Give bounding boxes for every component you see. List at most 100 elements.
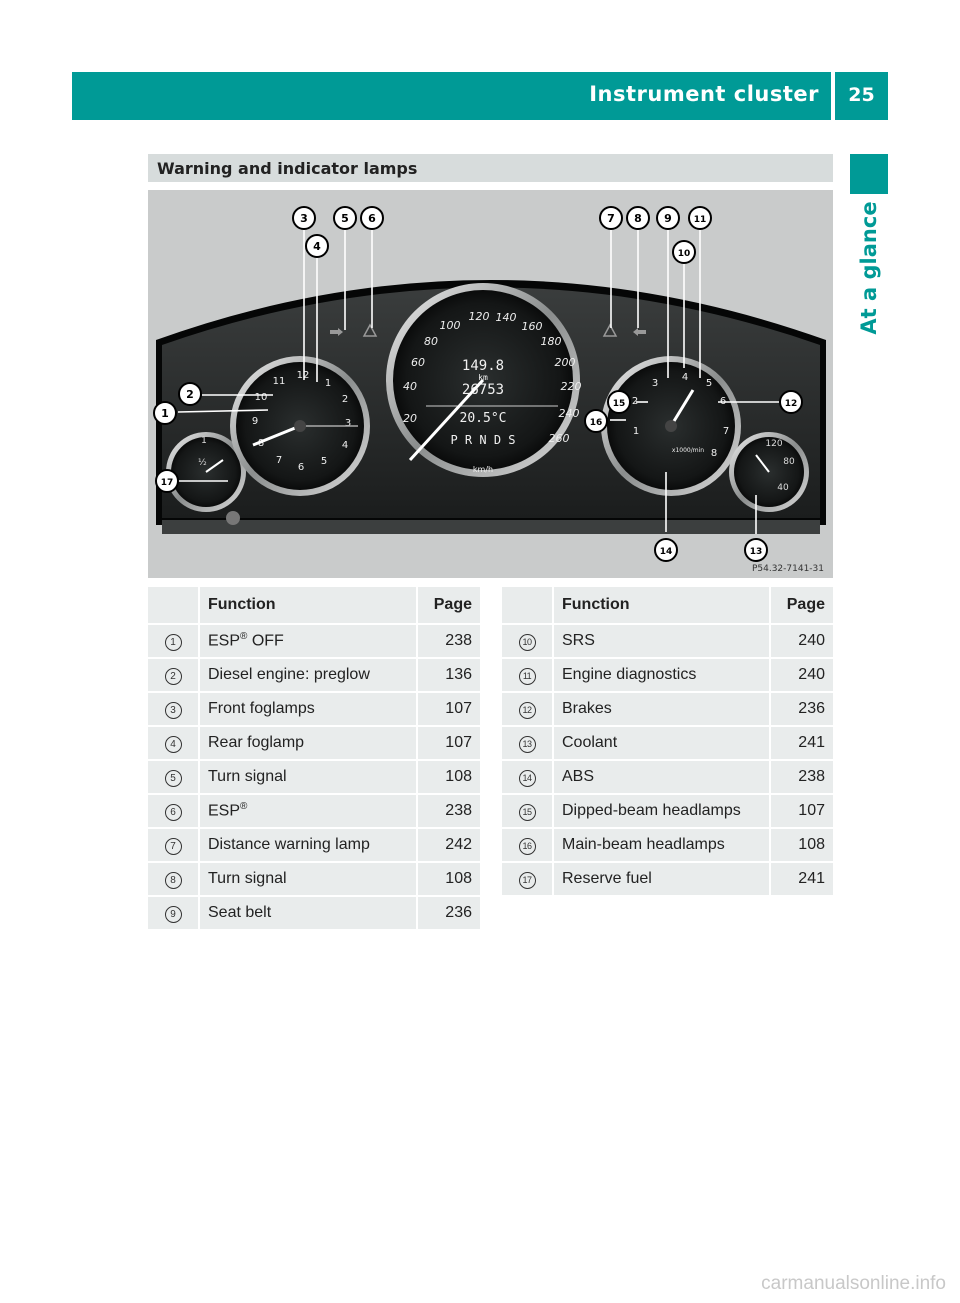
header-function: Function <box>199 587 418 625</box>
page-number: 25 <box>848 84 875 106</box>
left-tacho-tick: 2 <box>342 394 348 405</box>
page-ref: 238 <box>770 760 833 795</box>
trip-unit: km <box>478 373 488 382</box>
callout-17: 17 <box>161 478 174 488</box>
fuel-tick-1: 1 <box>201 436 207 446</box>
function-label: Dipped-beam headlamps <box>562 802 741 819</box>
function-suffix: OFF <box>247 632 284 650</box>
left-tacho-tick: 10 <box>255 392 268 403</box>
callout-8: 8 <box>634 212 642 225</box>
right-tacho-tick: 5 <box>706 378 712 389</box>
header-bar: Instrument cluster <box>72 72 831 120</box>
speedo-tick: 20 <box>403 412 417 425</box>
function-label: Diesel engine: preglow <box>208 666 370 683</box>
temperature-reading: 20.5°C <box>460 411 507 426</box>
function-label: Engine diagnostics <box>562 666 697 683</box>
function-label: ABS <box>562 768 595 785</box>
page-ref: 108 <box>417 760 480 795</box>
item-number: 10 <box>518 633 536 651</box>
item-number: 13 <box>518 735 536 753</box>
item-number: 1 <box>164 633 182 651</box>
speedo-tick: 120 <box>469 310 490 323</box>
right-tacho-unit: x1000/min <box>672 447 704 454</box>
right-tacho-tick: 2 <box>632 396 638 407</box>
speedo-tick: 220 <box>561 380 582 393</box>
page-ref: 241 <box>770 862 833 897</box>
speedo-tick: 260 <box>549 432 570 445</box>
function-label: Front foglamps <box>208 700 315 717</box>
right-tacho-tick: 1 <box>633 426 639 437</box>
header-separator <box>831 72 835 120</box>
callout-1: 1 <box>161 407 169 420</box>
right-tacho-tick: 7 <box>723 426 729 437</box>
item-number: 9 <box>164 905 182 923</box>
page-ref: 240 <box>770 658 833 693</box>
lamps-table-right: Function Page 10 SRS 240 11 Engine diagnost… <box>502 587 833 897</box>
page-ref: 107 <box>417 726 480 761</box>
registered-mark: ® <box>240 631 248 643</box>
page-ref: 108 <box>770 828 833 863</box>
item-number: 11 <box>518 667 536 685</box>
callout-11: 11 <box>694 215 707 225</box>
left-tacho-tick: 7 <box>276 455 282 466</box>
page-number-box: 25 <box>835 72 888 120</box>
item-number: 17 <box>518 871 536 889</box>
left-tacho-tick: 6 <box>298 462 304 473</box>
speedo-tick: 140 <box>496 311 517 324</box>
item-number: 7 <box>164 837 182 855</box>
section-title: Warning and indicator lamps <box>157 159 418 178</box>
trip-reading: 149.8 <box>462 358 504 374</box>
table-row: 2 Diesel engine: preglow 136 <box>148 658 480 693</box>
side-tab-label: At a glance <box>857 201 881 335</box>
item-number: 6 <box>164 803 182 821</box>
item-number: 2 <box>164 667 182 685</box>
speedo-tick: 160 <box>522 320 543 333</box>
left-tacho-tick: 12 <box>297 370 310 381</box>
odometer-reading: 26753 <box>462 382 504 398</box>
registered-mark: ® <box>240 801 248 813</box>
function-label: ESP <box>208 802 241 820</box>
callout-7: 7 <box>607 212 615 225</box>
table-header-row: Function Page <box>148 587 480 625</box>
page-ref: 238 <box>417 624 480 659</box>
page-ref: 242 <box>417 828 480 863</box>
header-num <box>502 587 554 625</box>
callout-5: 5 <box>341 212 349 225</box>
header-page: Page <box>417 587 480 625</box>
function-label: Brakes <box>562 700 612 717</box>
page-ref: 241 <box>770 726 833 761</box>
item-number: 8 <box>164 871 182 889</box>
right-tacho-tick: 3 <box>652 378 658 389</box>
watermark: carmanualsonline.info <box>761 1273 946 1294</box>
section-header: Warning and indicator lamps <box>148 154 833 182</box>
speed-unit: km/h <box>473 465 493 474</box>
coolant-tick: 40 <box>777 483 789 493</box>
table-header-row: Function Page <box>502 587 833 625</box>
header-function: Function <box>553 587 771 625</box>
page-ref: 136 <box>417 658 480 693</box>
left-tacho-tick: 8 <box>258 438 264 449</box>
table-row: 11 Engine diagnostics 240 <box>502 658 833 693</box>
callout-12: 12 <box>785 399 798 409</box>
side-tab <box>850 154 888 194</box>
page-ref: 107 <box>417 692 480 727</box>
speedo-tick: 180 <box>541 335 562 348</box>
speedo-tick: 80 <box>424 335 438 348</box>
function-label: SRS <box>562 632 595 649</box>
page-ref: 236 <box>770 692 833 727</box>
